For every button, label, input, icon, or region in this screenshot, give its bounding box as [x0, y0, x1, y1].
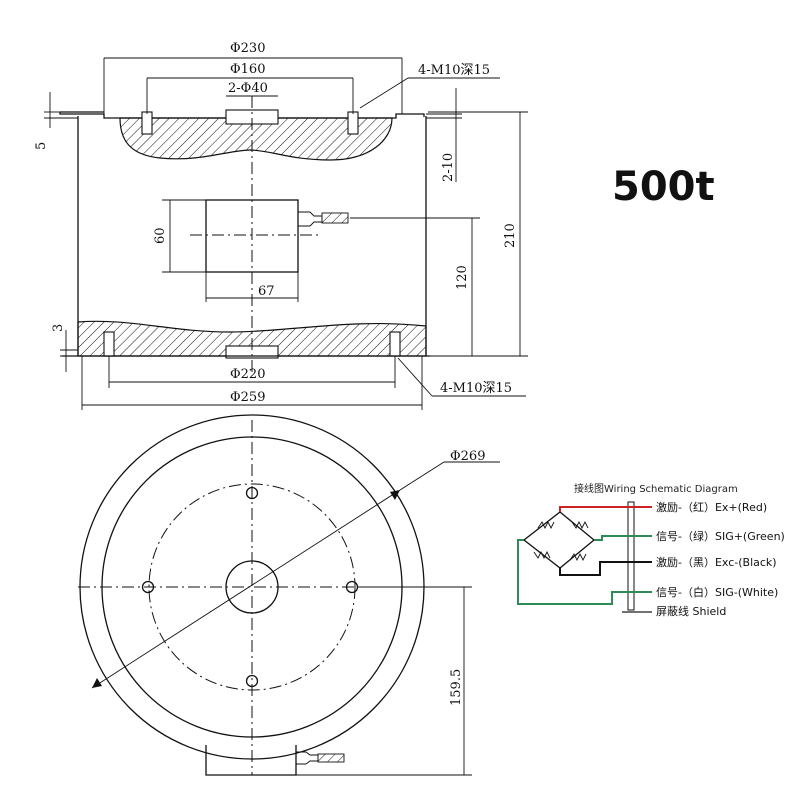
bottom-bolt-hole-right [389, 331, 401, 357]
cable-gland-box [205, 199, 299, 273]
dim-h120: 120 [455, 265, 470, 290]
dim-d230: Φ230 [230, 41, 265, 56]
dim-d160: Φ160 [230, 62, 265, 77]
plan-view: Φ269 159.5 [78, 414, 500, 776]
wire-label-green: 信号-（绿）SIG+(Green) [656, 529, 785, 543]
dim-h60: 60 [153, 227, 168, 244]
wiring-title: 接线图Wiring Schematic Diagram [574, 482, 738, 495]
dim-d269: Φ269 [450, 449, 485, 464]
dim-h2-10: 2-10 [441, 153, 456, 182]
wire-label-red: 激励-（红）Ex+(Red) [656, 500, 767, 514]
model-label: 500t [612, 164, 715, 210]
cable-bundle [627, 501, 635, 611]
plan-cable-connector [295, 751, 319, 765]
wiring-schematic: 接线图Wiring Schematic Diagram 激励-（红）Ex+(Re… [517, 482, 785, 618]
plan-cable-stub [317, 753, 345, 763]
wire-white [517, 539, 652, 605]
dim-bottom-holes: 4-M10深15 [440, 381, 512, 396]
wire-label-white: 信号-（白）SIG-(White) [656, 585, 778, 599]
dim-h210: 210 [503, 223, 518, 248]
wire-label-black: 激励-（黑）Exc-(Black) [656, 555, 777, 569]
resistor-1-icon [537, 520, 555, 530]
resistor-3-icon [533, 550, 551, 560]
wire-black [559, 561, 652, 576]
wire-red [559, 506, 652, 512]
dim-top-holes: 4-M10深15 [418, 63, 490, 78]
dim-d220: Φ220 [230, 367, 265, 382]
dim-h3: 3 [51, 324, 66, 332]
resistor-2-icon [571, 520, 589, 530]
bottom-bolt-hole-left [103, 331, 115, 357]
dim-h159-5: 159.5 [449, 669, 464, 706]
dim-h5: 5 [34, 142, 49, 150]
cable-housing [205, 745, 297, 776]
cable-stub [321, 212, 349, 224]
cable-connector [297, 211, 323, 227]
side-view: Φ230 Φ160 2-Φ40 4-M10深15 5 2-10 210 60 [34, 41, 528, 410]
wire-green [594, 535, 652, 541]
resistor-4-icon [569, 552, 587, 562]
top-bolt-hole-left [141, 111, 153, 135]
dim-d40: 2-Φ40 [228, 81, 268, 96]
top-hatched-section [119, 117, 393, 161]
dim-w67: 67 [258, 284, 275, 299]
top-bolt-hole-right [347, 111, 359, 135]
wire-label-shield: 屏蔽线 Shield [656, 604, 726, 618]
dim-d259: Φ259 [230, 390, 265, 405]
